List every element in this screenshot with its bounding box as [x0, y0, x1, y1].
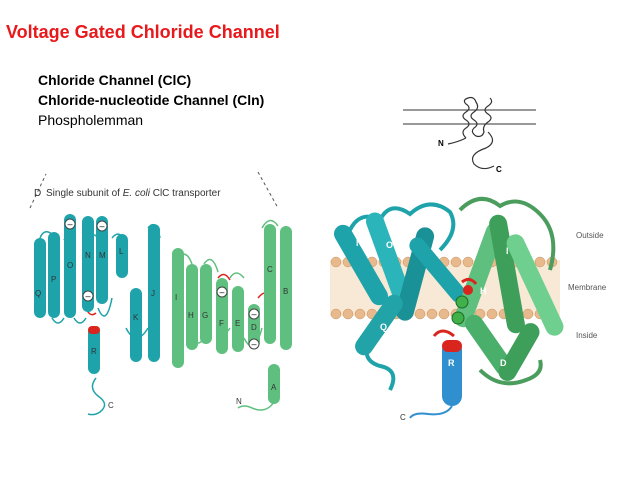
- helix-label-h: H: [188, 311, 194, 320]
- chloride-ion: [463, 285, 473, 295]
- helix-label-c: C: [267, 265, 273, 274]
- clc-topology-diagram: D Single subunit of E. coli ClC transpor…: [29, 171, 292, 416]
- bullet-cln: Chloride-nucleotide Channel (Cln): [38, 92, 265, 108]
- model-label-b: B: [536, 318, 543, 328]
- diagram-c-label: C: [108, 401, 114, 410]
- diagram-n-label: N: [236, 397, 242, 406]
- clc-structure-model: N O Q R I H B D Outside Membrane Inside …: [330, 197, 607, 422]
- teal-helix: [409, 237, 467, 303]
- teal-helix: [365, 212, 413, 308]
- helix-l: [116, 234, 128, 278]
- dashed-guide-left: [29, 173, 47, 209]
- helix-label-b: B: [283, 287, 288, 296]
- sketch-n-label: N: [438, 139, 444, 148]
- helix-a: [268, 364, 280, 404]
- inside-label: Inside: [576, 331, 598, 340]
- teal-helix: [355, 294, 403, 356]
- transmembrane-coil: [462, 96, 493, 139]
- red-loop: [432, 329, 455, 338]
- helix-label-p: P: [51, 275, 56, 284]
- charge-markers: – – – – – –: [64, 218, 260, 350]
- helix-label-k: K: [133, 313, 139, 322]
- helix-n: [82, 216, 94, 312]
- slide-title: Voltage Gated Chloride Channel: [6, 22, 280, 42]
- teal-helix: [334, 224, 388, 306]
- helix-label-i: I: [175, 293, 177, 302]
- model-label-o: O: [386, 240, 393, 250]
- helix-label-n: N: [85, 251, 91, 260]
- helix-label-e: E: [235, 319, 240, 328]
- model-label-q: Q: [380, 322, 387, 332]
- n-terminal-tail: [447, 137, 467, 145]
- helix-r: [88, 326, 100, 374]
- charge-mark: –: [99, 221, 104, 231]
- blue-helix-r-cap: [442, 340, 462, 352]
- helix-e: [232, 286, 244, 352]
- bullet-clc: Chloride Channel (ClC): [38, 72, 192, 88]
- helix-label-j: J: [151, 289, 155, 298]
- green-helix: [465, 314, 513, 376]
- green-helix: [506, 234, 564, 336]
- panel-label: D: [34, 188, 41, 199]
- helix-label-o: O: [67, 261, 73, 270]
- diagram-caption: Single subunit of E. coli ClC transporte…: [46, 188, 221, 199]
- helix-label-l: L: [119, 247, 124, 256]
- green-ribbon-loops: [458, 197, 556, 386]
- red-loop: [461, 277, 478, 285]
- charge-mark: –: [67, 219, 72, 229]
- chloride-ion: [455, 295, 469, 309]
- helix-h: [186, 264, 198, 350]
- model-c-label: C: [400, 413, 406, 422]
- charge-mark: –: [219, 287, 224, 297]
- charge-mark: –: [251, 339, 256, 349]
- helix-j: [148, 224, 160, 362]
- helix-label-q: Q: [35, 289, 41, 298]
- green-helix: [489, 214, 525, 334]
- helix-i: [172, 248, 184, 368]
- green-helix: [498, 323, 540, 381]
- helix-r-cap: [88, 326, 100, 334]
- helix-label-d: D: [251, 323, 257, 332]
- model-label-d: D: [500, 358, 507, 368]
- model-label-i: I: [506, 246, 509, 256]
- sketch-c-label: C: [496, 165, 502, 174]
- helix-label-g: G: [202, 311, 208, 320]
- model-label-n: N: [356, 238, 363, 248]
- c-terminal-tail: [409, 405, 453, 419]
- outside-label: Outside: [576, 231, 604, 240]
- c-terminal-tail: [87, 377, 106, 416]
- bullet-phospholemman: Phospholemman: [38, 112, 144, 128]
- helix-o: [64, 214, 76, 318]
- n-terminal-tail: [237, 401, 275, 411]
- helix-label-r: R: [91, 347, 97, 356]
- phospholemman-topology-sketch: N C: [403, 96, 536, 174]
- helix-f: [216, 278, 228, 354]
- model-label-r: R: [448, 358, 455, 368]
- helix-m: [96, 216, 108, 304]
- helix-label-a: A: [271, 383, 277, 392]
- helix-c: [264, 224, 276, 344]
- dashed-guide-right: [257, 171, 279, 209]
- c-terminal-loop: [471, 131, 495, 170]
- charge-mark: –: [85, 291, 90, 301]
- helix-label-m: M: [99, 251, 106, 260]
- helix-g: [200, 264, 212, 344]
- blue-helix-r: [442, 340, 462, 406]
- helix-label-f: F: [219, 319, 224, 328]
- membrane-label: Membrane: [568, 283, 607, 292]
- helix-k: [130, 288, 142, 362]
- model-label-h: H: [480, 286, 487, 296]
- loop-red-2: [217, 273, 231, 281]
- chloride-ion: [451, 311, 465, 325]
- bullet-list: Chloride Channel (ClC) Chloride-nucleoti…: [38, 70, 264, 130]
- helix-b: [280, 226, 292, 350]
- helix-q: [34, 238, 46, 318]
- helix-p: [48, 232, 60, 318]
- charge-mark: –: [251, 309, 256, 319]
